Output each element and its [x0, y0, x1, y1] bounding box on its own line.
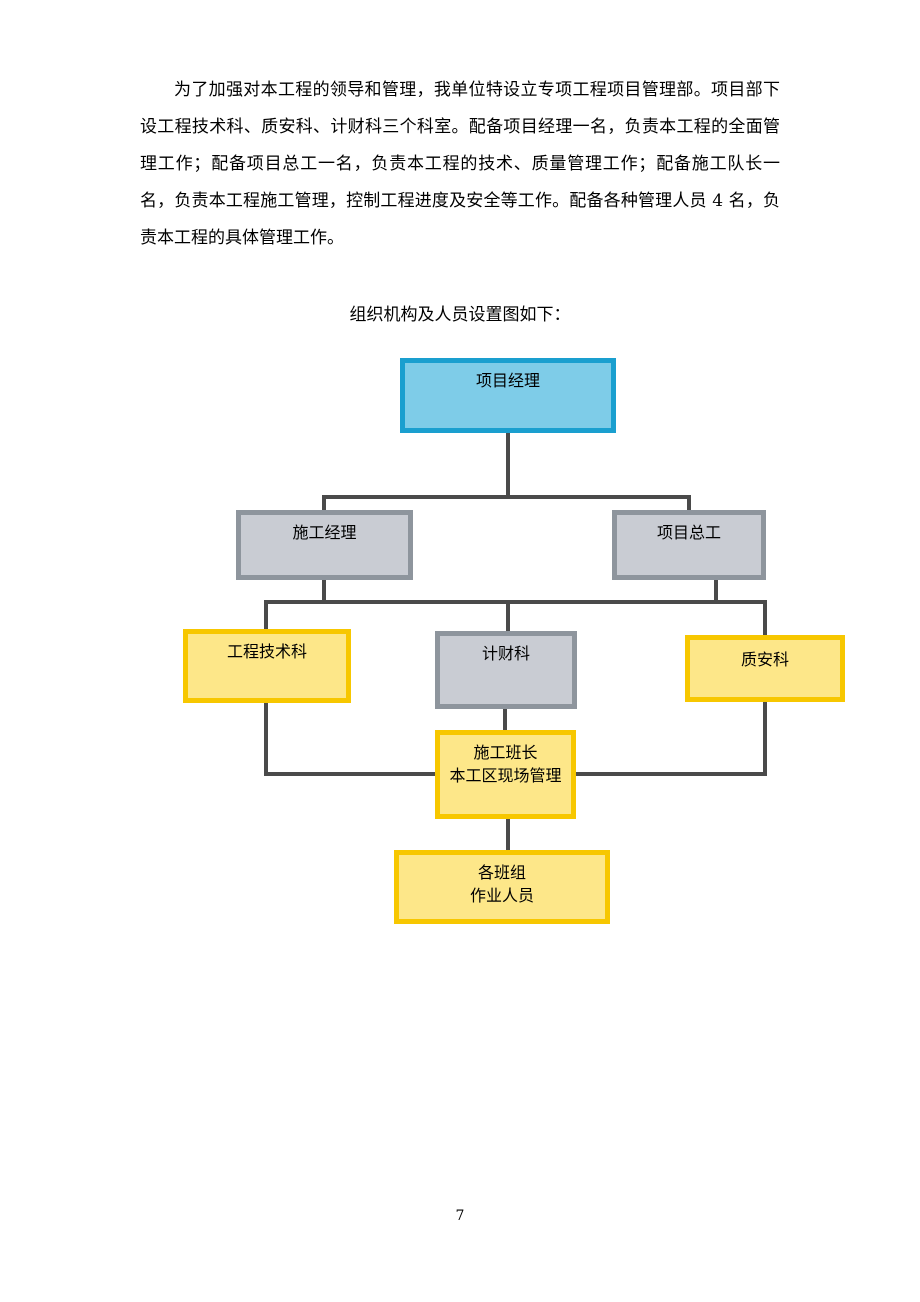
- work-teams-duty: 作业人员: [469, 886, 534, 905]
- project-manager-label: 项目经理: [475, 371, 540, 390]
- page-number: 7: [455, 1208, 465, 1224]
- quality-safety-dept-label: 质安科: [740, 650, 789, 669]
- connector-tech-up: [264, 600, 268, 633]
- construction-manager-box: 施工经理: [236, 510, 413, 580]
- org-chart-caption: 组织机构及人员设置图如下：: [349, 305, 571, 325]
- connector-ce-up: [687, 495, 691, 513]
- connector-pm-down: [506, 430, 510, 498]
- engineering-tech-dept-box: 工程技术科: [183, 629, 351, 703]
- connector-cm-up: [322, 495, 326, 513]
- work-teams-box: 各班组 作业人员: [394, 850, 610, 924]
- work-teams-title: 各班组: [477, 863, 526, 882]
- foreman-title: 施工班长: [473, 743, 538, 762]
- connector-finance-up: [506, 600, 510, 635]
- connector-qs-up: [763, 600, 767, 638]
- connector-finance-down: [503, 706, 507, 736]
- connector-cm-down: [322, 576, 326, 603]
- connector-qs-down: [763, 698, 767, 776]
- quality-safety-dept-box: 质安科: [685, 635, 845, 702]
- foreman-box: 施工班长 本工区现场管理: [435, 730, 576, 819]
- construction-manager-label: 施工经理: [292, 523, 357, 542]
- connector-level3-bar: [264, 600, 767, 604]
- foreman-duty: 本工区现场管理: [449, 766, 562, 785]
- finance-dept-box: 计财科: [435, 631, 577, 709]
- chief-engineer-label: 项目总工: [656, 523, 721, 542]
- connector-tech-down: [264, 700, 268, 776]
- connector-level2-bar: [322, 495, 691, 499]
- connector-ce-down: [714, 576, 718, 603]
- project-manager-box: 项目经理: [400, 358, 616, 433]
- finance-dept-label: 计财科: [481, 644, 530, 663]
- engineering-tech-dept-label: 工程技术科: [226, 642, 307, 661]
- connector-foreman-down: [506, 816, 510, 854]
- body-paragraph: 为了加强对本工程的领导和管理，我单位特设立专项工程项目管理部。项目部下设工程技术…: [140, 80, 780, 248]
- chief-engineer-box: 项目总工: [612, 510, 766, 580]
